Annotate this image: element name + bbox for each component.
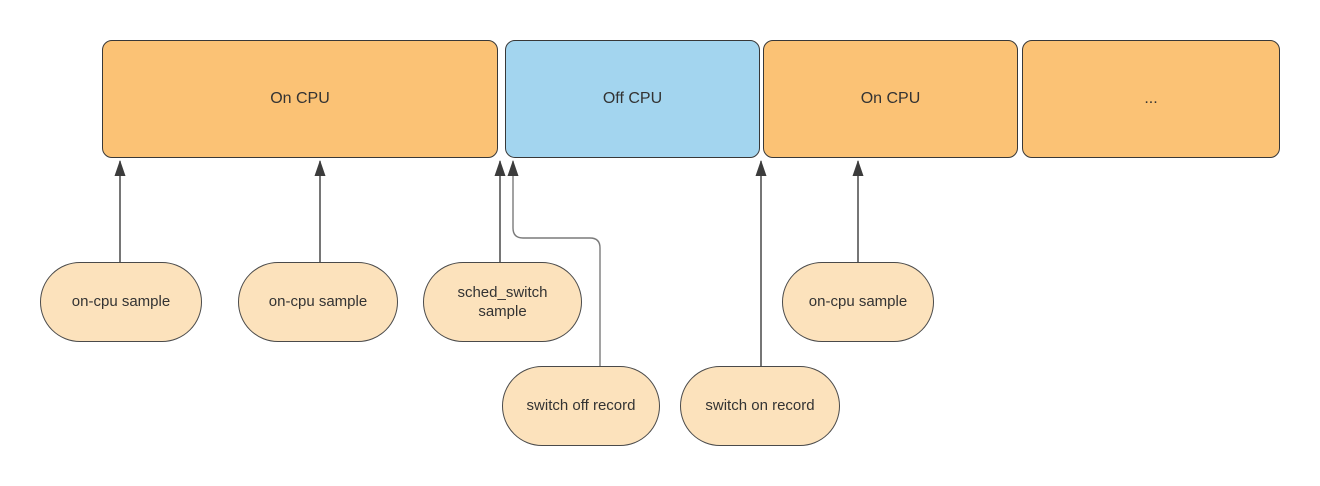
timeline-block-label: On CPU (270, 90, 330, 107)
bubble-sched-switch-sample: sched_switch sample (423, 262, 582, 342)
bubble-label: on-cpu sample (808, 293, 908, 311)
timeline-block-label: On CPU (860, 90, 921, 107)
bubble-on-cpu-sample-2: on-cpu sample (238, 262, 398, 342)
bubble-switch-on-record: switch on record (680, 366, 840, 446)
bubble-label: switch off record (526, 397, 636, 415)
arrow-switch-off-record (507, 160, 601, 367)
timeline-block-on-cpu-1: On CPU (102, 40, 498, 158)
timeline-block-label: ... (1144, 90, 1158, 107)
bubble-switch-off-record: switch off record (502, 366, 660, 446)
bubble-label: on-cpu sample (268, 293, 368, 311)
timeline-block-label: Off CPU (602, 90, 663, 107)
timeline-block-ellipsis: ... (1022, 40, 1280, 158)
timeline-block-off-cpu: Off CPU (505, 40, 760, 158)
timeline-block-on-cpu-2: On CPU (763, 40, 1018, 158)
bubble-on-cpu-sample-1: on-cpu sample (40, 262, 202, 342)
bubble-label: sched_switch sample (457, 283, 548, 321)
bubble-label: on-cpu sample (71, 293, 171, 311)
bubble-on-cpu-sample-3: on-cpu sample (782, 262, 934, 342)
bubble-label: switch on record (705, 397, 815, 415)
